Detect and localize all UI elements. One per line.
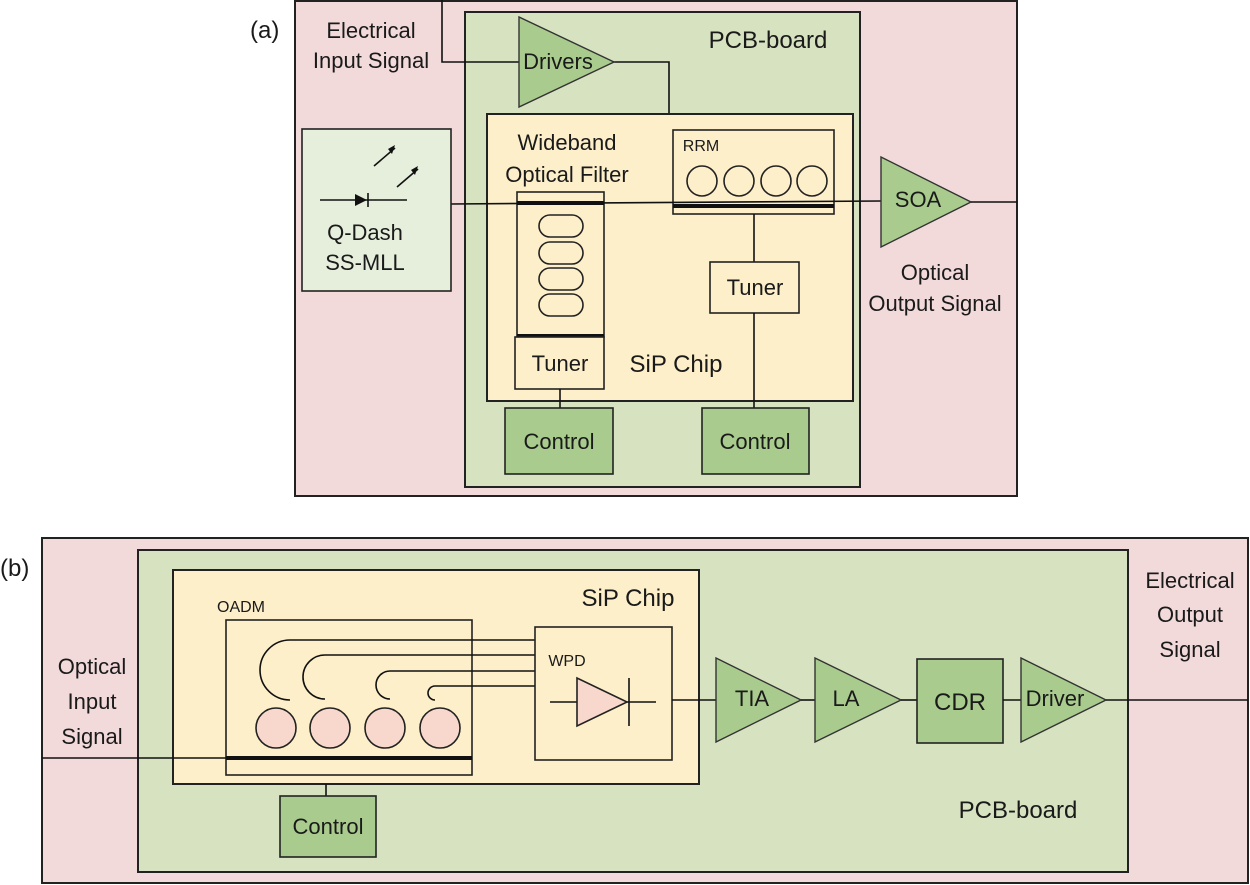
tuner-left-label: Tuner — [532, 351, 589, 376]
oadm-label: OADM — [217, 599, 265, 616]
rrm-ring-2 — [723, 165, 755, 197]
filter-ring-3 — [538, 267, 584, 291]
panel-b-label: (b) — [0, 555, 29, 582]
control-b — [279, 795, 377, 858]
electrical-output-label-line2: Output — [1157, 602, 1223, 627]
sip-chip-b-label: SiP Chip — [582, 585, 675, 612]
oadm-ring-3 — [364, 707, 406, 749]
filter-ring-1 — [538, 214, 584, 238]
oadm-drop-path-2 — [302, 654, 535, 700]
control-left-label: Control — [524, 429, 595, 454]
rrm-ring-1 — [686, 165, 718, 197]
laser-label-line2: SS-MLL — [325, 250, 404, 275]
tia-label: TIA — [735, 686, 770, 711]
rrm-label: RRM — [683, 138, 719, 155]
control-b-label: Control — [293, 814, 364, 839]
oadm-ring-1 — [255, 707, 297, 749]
laser-label-line1: Q-Dash — [327, 220, 403, 245]
tia-amplifier — [715, 656, 803, 744]
control-right-label: Control — [720, 429, 791, 454]
laser-diode-icon — [355, 194, 367, 206]
cdr-block — [916, 658, 1004, 744]
tuner-right-label: Tuner — [727, 275, 784, 300]
photodiode-icon — [576, 676, 629, 728]
panel-b: (b) PCB-board SiP Chip OADM Optical Inpu… — [0, 537, 1249, 884]
rrm-ring-4 — [796, 165, 828, 197]
drivers-label: Drivers — [523, 49, 593, 74]
pcb-board-a-label: PCB-board — [709, 27, 828, 54]
driver-label: Driver — [1026, 686, 1085, 711]
electrical-output-label-line1: Electrical — [1145, 568, 1234, 593]
panel-a: (a) PCB-board Electrical Input Signal Dr… — [250, 0, 1018, 497]
la-amplifier — [814, 656, 903, 744]
filter-ring-4 — [538, 293, 584, 317]
optical-output-label-line2: Output Signal — [868, 291, 1001, 316]
oadm-ring-2 — [309, 707, 351, 749]
oadm-block — [225, 619, 473, 776]
optical-path-a — [450, 200, 882, 205]
optical-output-label-line1: Optical — [901, 260, 969, 285]
control-right — [701, 407, 810, 475]
electrical-output-label-line3: Signal — [1159, 637, 1220, 662]
oadm-drop-path-1 — [259, 639, 535, 701]
control-left — [504, 407, 614, 475]
drivers-amplifier — [518, 15, 616, 109]
cdr-label: CDR — [934, 689, 986, 716]
filter-label-line1: Wideband — [517, 130, 616, 155]
electrical-input-label-line1: Electrical — [326, 18, 415, 43]
optical-input-label-line2: Input — [68, 689, 117, 714]
sip-chip-a-label: SiP Chip — [630, 351, 723, 378]
electrical-input-label-line2: Input Signal — [313, 48, 429, 73]
driver-amplifier — [1020, 656, 1108, 744]
pcb-board-b-label: PCB-board — [959, 797, 1078, 824]
wpd-label: WPD — [548, 653, 585, 670]
drivers-to-chip-wire — [614, 61, 670, 114]
rrm-ring-3 — [760, 165, 792, 197]
panel-a-label: (a) — [250, 17, 279, 44]
soa-amplifier — [880, 155, 973, 249]
q-dash-laser — [301, 128, 452, 292]
oadm-ring-4 — [419, 707, 461, 749]
optical-input-label-line1: Optical — [58, 654, 126, 679]
emission-arrowhead-1 — [388, 145, 395, 154]
oadm-drop-path-4 — [427, 685, 535, 701]
tuner-left — [514, 336, 605, 390]
filter-ring-2 — [538, 241, 584, 265]
soa-label: SOA — [895, 187, 942, 212]
oadm-drop-path-3 — [375, 670, 535, 700]
emission-arrowhead-2 — [411, 166, 418, 175]
tuner-right — [709, 261, 800, 314]
optical-input-label-line3: Signal — [61, 724, 122, 749]
la-label: LA — [833, 686, 860, 711]
filter-label-line2: Optical Filter — [505, 162, 628, 187]
